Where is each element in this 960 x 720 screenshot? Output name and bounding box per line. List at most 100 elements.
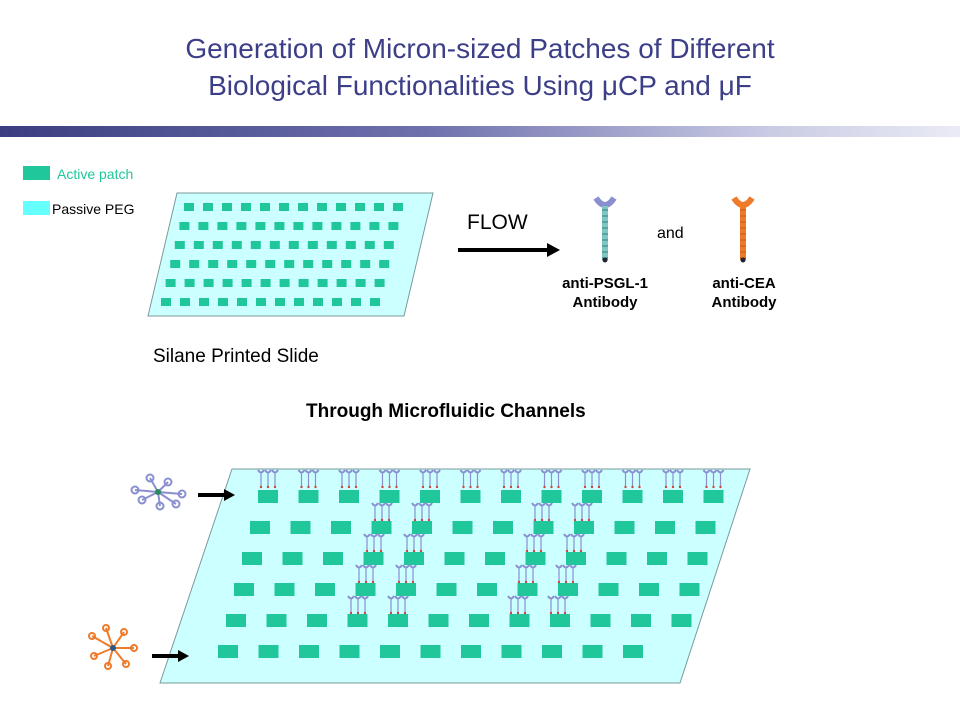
active-patch (655, 521, 675, 534)
active-patch (355, 279, 366, 287)
active-patch (290, 521, 311, 534)
active-patch (582, 490, 602, 503)
legend-swatch-passive (23, 201, 50, 215)
active-patch (525, 552, 546, 565)
active-patch (671, 614, 692, 627)
active-patch (323, 552, 343, 565)
active-patch (222, 279, 233, 287)
active-patch (241, 203, 251, 211)
title-line-1: Generation of Micron-sized Patches of Di… (185, 33, 775, 64)
active-patch (493, 521, 513, 534)
active-patch (331, 521, 351, 534)
active-patch (412, 521, 432, 534)
active-patch (307, 614, 327, 627)
active-patch (199, 298, 209, 306)
antibody-label-cea-line2: Antibody (711, 294, 777, 311)
active-patch (246, 260, 257, 268)
active-patch (550, 614, 570, 627)
antibody-label-psgl-1-line2: Antibody (572, 294, 638, 311)
active-patch (687, 552, 708, 565)
legend-swatch-active (23, 166, 50, 180)
active-patch (317, 279, 328, 287)
active-patch (393, 203, 403, 211)
active-patch (350, 222, 361, 230)
active-patch (322, 260, 333, 268)
active-patch (461, 645, 481, 658)
active-patch (336, 279, 347, 287)
active-patch (298, 203, 308, 211)
silane-printed-slide (147, 192, 434, 317)
active-patch (639, 583, 659, 596)
active-patch (222, 203, 232, 211)
active-patch (574, 521, 594, 534)
legend-label-passive: Passive PEG (52, 201, 135, 217)
active-patch (469, 614, 489, 627)
slide-title: Generation of Micron-sized Patches of Di… (0, 30, 960, 104)
flow-arrow-icon (458, 243, 560, 257)
active-patch (679, 583, 700, 596)
active-patch (364, 241, 375, 249)
title-line-2: Biological Functionalities Using μCP and… (208, 70, 752, 101)
active-patch (598, 583, 619, 596)
active-patch (275, 298, 285, 306)
active-patch (217, 222, 228, 230)
active-patch (307, 241, 318, 249)
active-patch (218, 298, 228, 306)
active-patch (582, 645, 603, 658)
active-patch (266, 614, 287, 627)
active-patch (250, 521, 270, 534)
active-patch (339, 490, 359, 503)
active-patch (298, 490, 319, 503)
antibody-label-cea-line1: anti-CEA (712, 275, 776, 292)
microfluidic-slide (159, 468, 751, 684)
active-patch (509, 614, 530, 627)
active-patch (355, 583, 376, 596)
and-label: and (657, 225, 684, 242)
active-patch (161, 298, 171, 306)
anti-psgl-1-antibody-icon (593, 196, 617, 263)
active-patch (250, 241, 261, 249)
active-patch (351, 298, 361, 306)
active-patch (208, 260, 219, 268)
active-patch (631, 614, 651, 627)
active-patch (452, 521, 473, 534)
active-patch (341, 260, 352, 268)
active-patch (303, 260, 314, 268)
active-patch (622, 490, 643, 503)
active-patch (282, 552, 303, 565)
active-patch (294, 298, 304, 306)
active-patch (313, 298, 323, 306)
active-patch (236, 222, 247, 230)
active-patch (269, 241, 280, 249)
cea-antibody-cluster-icon (88, 624, 138, 670)
active-patch (369, 222, 380, 230)
active-patch (623, 645, 643, 658)
inlet-arrow-top-icon (198, 489, 235, 501)
active-patch (184, 203, 194, 211)
active-patch (284, 260, 295, 268)
active-patch (370, 298, 380, 306)
active-patch (212, 241, 223, 249)
active-patch (193, 241, 204, 249)
active-patch (541, 490, 562, 503)
active-patch (331, 222, 342, 230)
active-patch (517, 583, 538, 596)
active-patch (237, 298, 247, 306)
active-patch (388, 222, 399, 230)
active-patch (241, 279, 252, 287)
active-patch (339, 645, 360, 658)
active-patch (647, 552, 667, 565)
active-patch (420, 490, 440, 503)
active-patch (606, 552, 627, 565)
active-patch (218, 645, 238, 658)
active-patch (231, 241, 242, 249)
active-patch (258, 490, 278, 503)
active-patch (227, 260, 238, 268)
active-patch (336, 203, 346, 211)
active-patch (374, 203, 384, 211)
active-patch (388, 614, 408, 627)
active-patch (371, 521, 392, 534)
active-patch (332, 298, 342, 306)
psgl-1-antibody-cluster-icon (130, 473, 187, 511)
active-patch (293, 222, 304, 230)
